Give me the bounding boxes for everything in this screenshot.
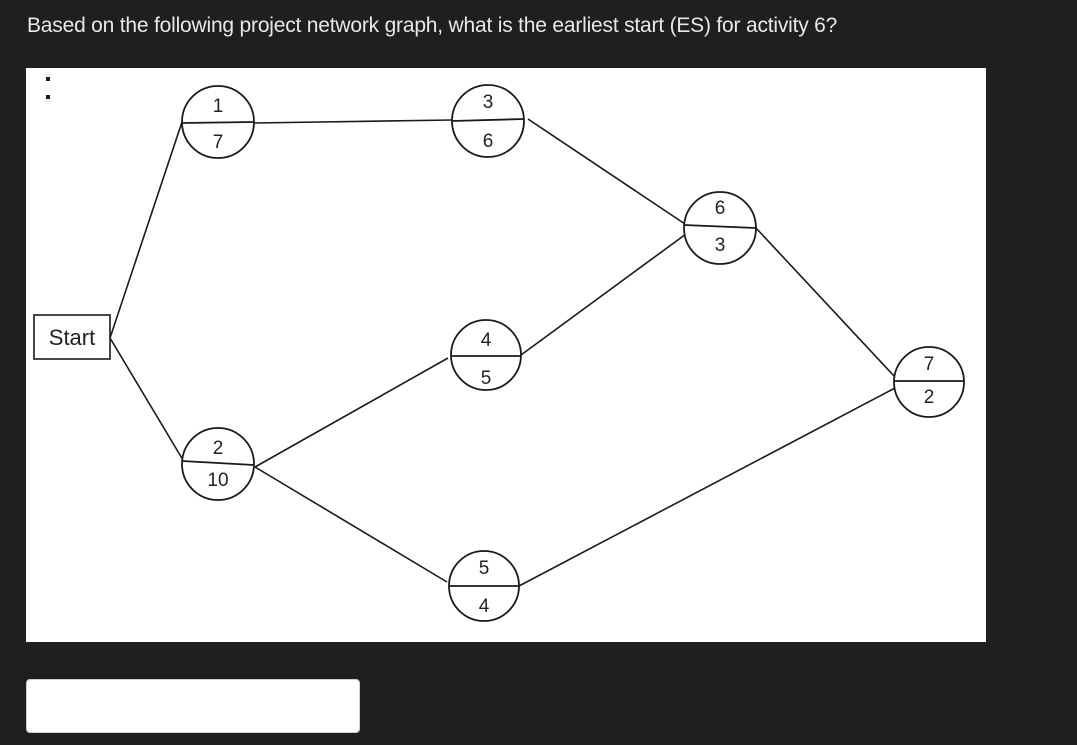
activity-node-4: 4 5 <box>450 319 522 391</box>
answer-input[interactable] <box>26 679 360 733</box>
start-node: Start <box>33 314 111 360</box>
activity-number: 2 <box>213 438 224 459</box>
activity-node-1: 1 7 <box>181 85 255 159</box>
activity-node-2: 2 10 <box>181 427 255 501</box>
activity-number: 3 <box>483 92 494 113</box>
edge-6-7 <box>755 227 896 378</box>
activity-duration: 5 <box>481 368 492 389</box>
activity-node-5: 5 4 <box>448 550 520 622</box>
edge-start-2 <box>109 337 184 461</box>
activity-duration: 10 <box>207 470 228 491</box>
activity-duration: 6 <box>483 131 494 152</box>
question-text: Based on the following project network g… <box>27 14 838 37</box>
edge-2-5 <box>254 466 448 583</box>
activity-duration: 2 <box>924 387 935 408</box>
activity-node-6: 6 3 <box>683 191 757 265</box>
activity-number: 4 <box>481 330 492 351</box>
image-artifact <box>46 68 58 99</box>
activity-number: 5 <box>479 558 490 579</box>
activity-duration: 7 <box>213 132 224 153</box>
network-diagram: Start 1 7 3 6 6 3 4 5 <box>26 68 986 642</box>
activity-duration: 3 <box>715 235 726 256</box>
edge-start-1 <box>109 121 183 339</box>
activity-number: 6 <box>715 198 726 219</box>
edge-5-7 <box>518 387 896 587</box>
activity-node-3: 3 6 <box>451 84 525 158</box>
edge-2-4 <box>254 357 449 468</box>
activity-number: 7 <box>924 354 935 375</box>
edge-1-3 <box>253 119 453 124</box>
activity-number: 1 <box>213 96 224 117</box>
start-label: Start <box>49 325 95 350</box>
edge-3-6 <box>527 118 686 225</box>
activity-node-7: 7 2 <box>893 346 965 418</box>
activity-duration: 4 <box>479 596 490 617</box>
edge-4-6 <box>520 233 687 356</box>
